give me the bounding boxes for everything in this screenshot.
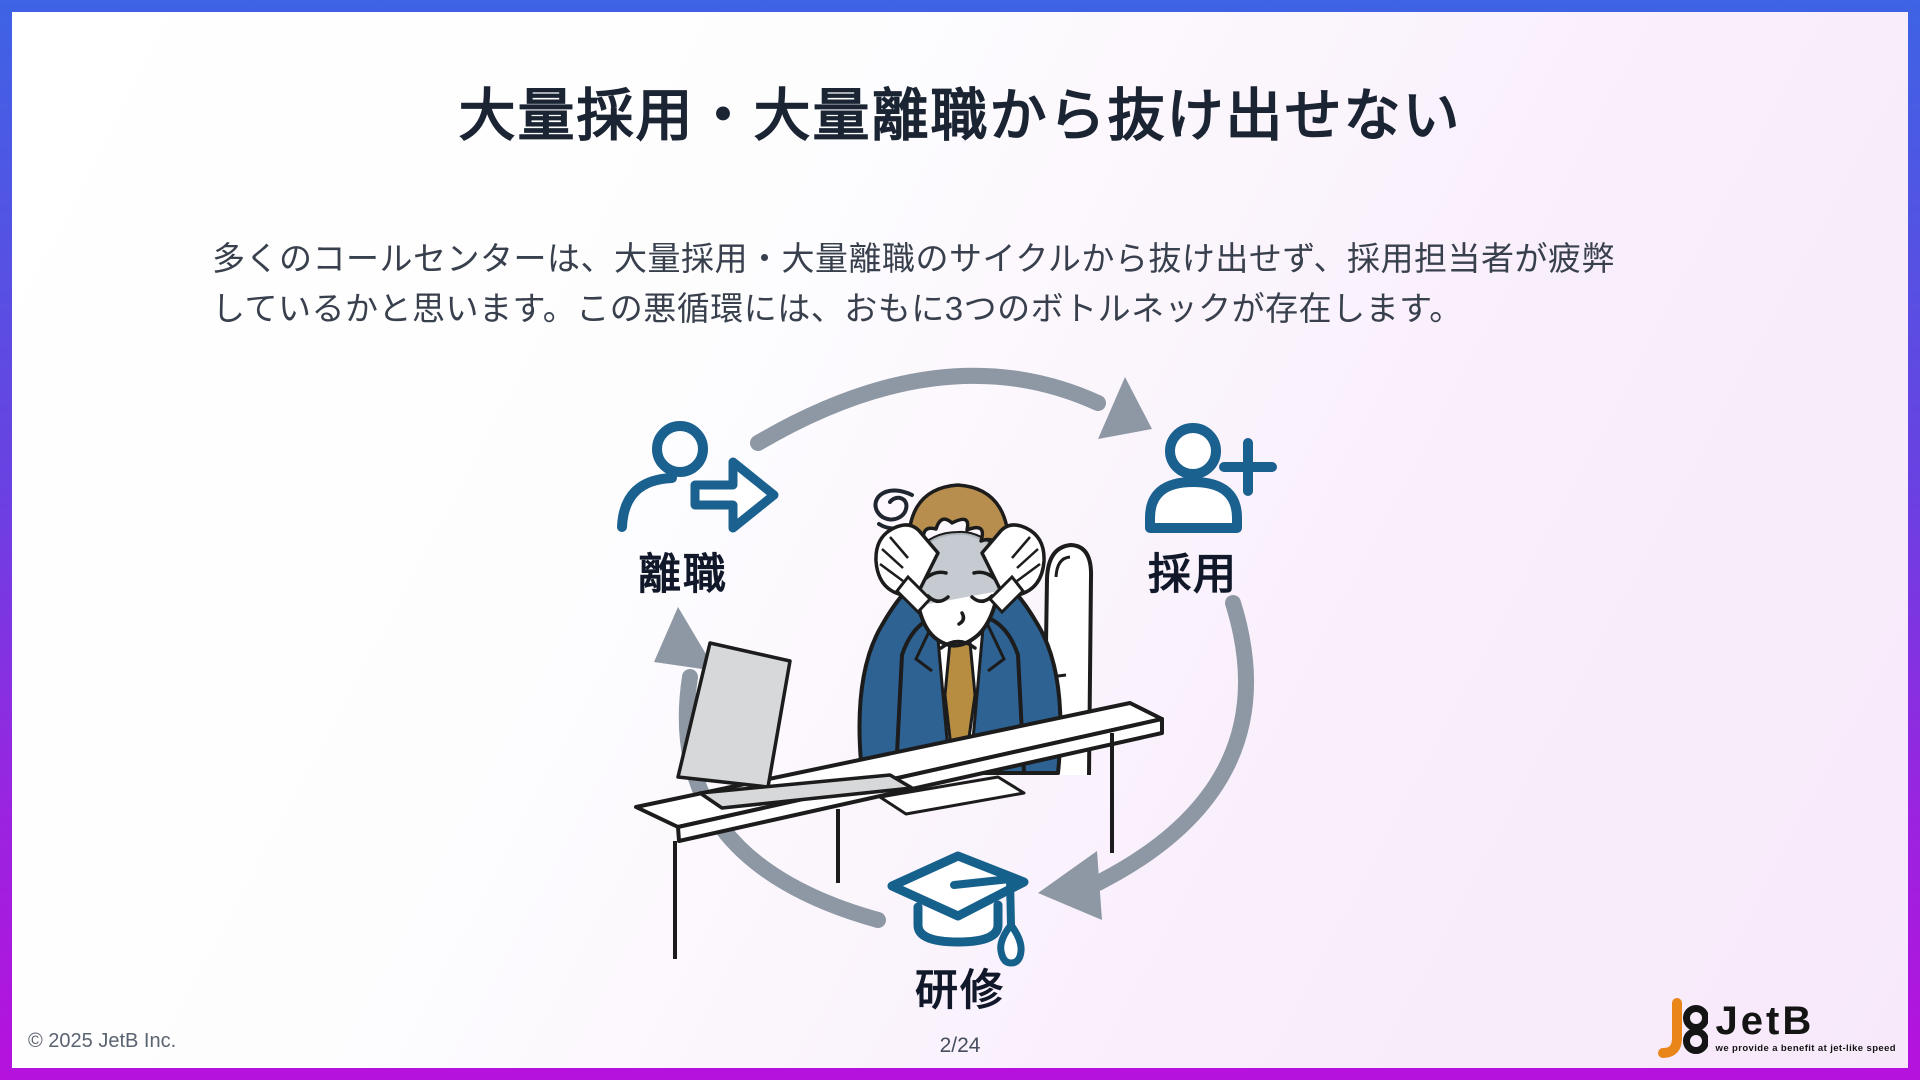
slide: 大量採用・大量離職から抜け出せない 多くのコールセンターは、大量採用・大量離職の…: [12, 12, 1908, 1068]
paper-sheet: [878, 775, 1026, 816]
graduation-cap-icon: [887, 851, 1029, 967]
cycle-arrow-right: [1090, 595, 1254, 891]
arrowhead-left-icon: [654, 607, 716, 671]
person-leave-icon: [617, 421, 779, 533]
cycle-node-label-kenshu: 研修: [915, 967, 1005, 1015]
logo-brand-text: JetB: [1715, 999, 1815, 1043]
arrowhead-right-icon: [1038, 851, 1102, 920]
jetb-logo-mark-icon: [1657, 998, 1708, 1058]
cycle-arrow-top: [750, 367, 1106, 451]
jetb-logo: JetB we provide a benefit at jet-like sp…: [1657, 998, 1896, 1060]
page-number: 2/24: [939, 1034, 981, 1057]
slide-body: 多くのコールセンターは、大量採用・大量離職のサイクルから抜け出せず、採用担当者が…: [212, 234, 1615, 334]
body-line-1: 多くのコールセンターは、大量採用・大量離職のサイクルから抜け出せず、採用担当者が…: [212, 240, 1616, 277]
person-add-icon: [1145, 423, 1277, 533]
stressed-worker-illustration: [634, 483, 1164, 959]
cycle-node-label-saiyo: 採用: [1148, 551, 1238, 599]
logo-tagline: we provide a benefit at jet-like speed: [1715, 1043, 1896, 1054]
stressed-man: [857, 483, 1063, 775]
copyright-text: © 2025 JetB Inc.: [28, 1030, 177, 1052]
laptop: [676, 641, 914, 810]
body-line-2: しているかと思います。この悪循環には、おもに3つのボトルネックが存在します。: [212, 290, 1463, 327]
logo-text-column: JetB we provide a benefit at jet-like sp…: [1716, 998, 1896, 1054]
cycle-node-label-rishoku: 離職: [638, 551, 728, 599]
arrowhead-top-icon: [1098, 377, 1152, 439]
cycle-diagram: [617, 367, 1277, 967]
page-title: 大量採用・大量離職から抜け出せない: [458, 84, 1462, 148]
hands: [874, 523, 1046, 597]
